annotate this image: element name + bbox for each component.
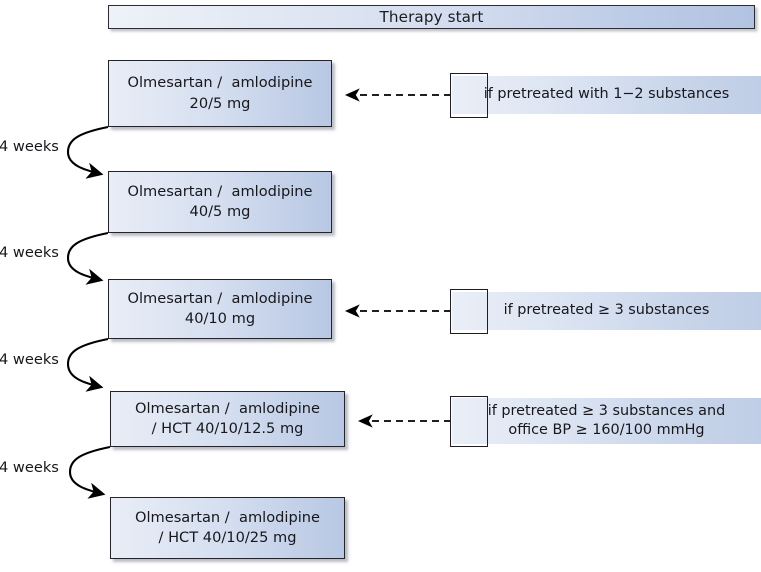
step-box-2-line2: 40/5 mg (189, 203, 251, 220)
step-box-3-line1: Olmesartan / amlodipine (127, 289, 313, 307)
step-connector-1 (66, 125, 109, 179)
step-connector-3 (66, 337, 109, 392)
condition-band-3-line2: office BP ≥ 160/100 mmHg (508, 422, 705, 438)
condition-bracket-2 (450, 289, 488, 334)
condition-bracket-3 (450, 396, 488, 447)
step-connector-2 (66, 231, 109, 285)
step-box-4: Olmesartan / amlodipine / HCT 40/10/12.5… (110, 391, 345, 447)
step-box-5-line1: Olmesartan / amlodipine (134, 508, 321, 526)
step-box-5-line2: / HCT 40/10/25 mg (158, 529, 297, 546)
condition-band-2: if pretreated ≥ 3 substances (452, 292, 761, 330)
step-box-2-line1: Olmesartan / amlodipine (127, 182, 313, 200)
step-box-1: Olmesartan / amlodipine 20/5 mg (108, 60, 332, 127)
condition-band-3-line1: if pretreated ≥ 3 substances and (487, 402, 726, 419)
step-box-1-line1: Olmesartan / amlodipine (127, 74, 313, 92)
condition-band-1: if pretreated with 1−2 substances (452, 76, 761, 114)
therapy-start-label: Therapy start (379, 8, 484, 26)
condition-band-3: if pretreated ≥ 3 substances and office … (452, 398, 761, 444)
interval-label-2: 4 weeks (0, 244, 59, 261)
step-connector-4 (68, 445, 111, 499)
step-box-3-line2: 40/10 mg (184, 310, 256, 327)
condition-band-2-line1: if pretreated ≥ 3 substances (503, 302, 710, 319)
step-box-4-line1: Olmesartan / amlodipine (134, 399, 321, 417)
therapy-start-bar: Therapy start (108, 5, 755, 29)
condition-band-1-line1: if pretreated with 1−2 substances (483, 86, 730, 103)
step-box-4-line2: / HCT 40/10/12.5 mg (151, 420, 304, 437)
step-box-5: Olmesartan / amlodipine / HCT 40/10/25 m… (110, 497, 345, 559)
interval-label-1: 4 weeks (0, 138, 59, 155)
step-box-3: Olmesartan / amlodipine 40/10 mg (108, 279, 332, 339)
condition-bracket-1 (450, 73, 488, 118)
step-box-2: Olmesartan / amlodipine 40/5 mg (108, 171, 332, 233)
interval-label-3: 4 weeks (0, 351, 59, 368)
step-box-1-line2: 20/5 mg (189, 94, 251, 112)
interval-label-4: 4 weeks (0, 459, 59, 476)
